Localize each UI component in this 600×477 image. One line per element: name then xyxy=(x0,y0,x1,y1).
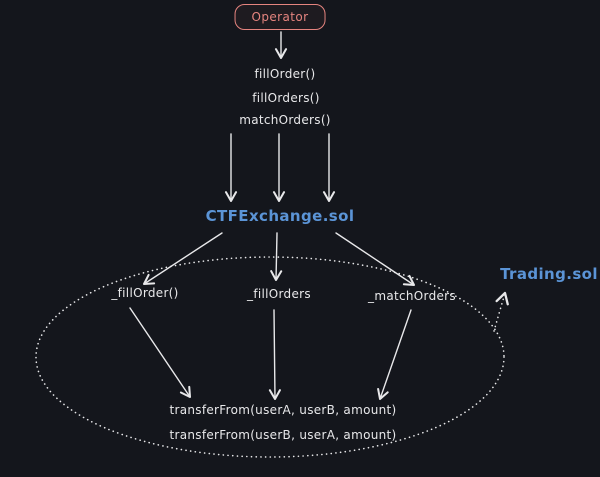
arrow-internal-fillorders-to-transfer xyxy=(268,309,281,401)
operator-node: Operator xyxy=(234,4,326,30)
call-fillorders-label: fillOrders() xyxy=(252,91,320,105)
internal-fillorder-label: _fillOrder() xyxy=(111,286,179,300)
operator-label: Operator xyxy=(251,10,309,24)
arrow-exchange-to-internal-fillorders xyxy=(270,232,283,282)
call-fillorder-label: fillOrder() xyxy=(254,67,316,81)
arrow-exchange-to-internal-matchorders xyxy=(335,232,416,287)
internal-fillorders-label: _fillOrders xyxy=(247,287,311,301)
ctfexchange-node-label: CTFExchange.sol xyxy=(205,207,355,225)
trading-boundary-ellipse xyxy=(35,256,505,458)
call-matchorders-label: matchOrders() xyxy=(239,113,331,127)
arrow-internal-matchorders-to-transfer xyxy=(377,309,412,401)
trading-node-label: Trading.sol xyxy=(500,265,598,283)
transfer-usera-userb-label: transferFrom(userA, userB, amount) xyxy=(169,403,397,417)
arrow-internal-fillorder-to-transfer xyxy=(129,307,192,399)
transfer-userb-usera-label: transferFrom(userB, userA, amount) xyxy=(169,428,397,442)
arrow-ellipse-to-trading-label xyxy=(493,291,509,332)
arrow-exchange-to-internal-fillorder xyxy=(142,232,223,286)
internal-matchorders-label: _matchOrders xyxy=(368,289,456,303)
